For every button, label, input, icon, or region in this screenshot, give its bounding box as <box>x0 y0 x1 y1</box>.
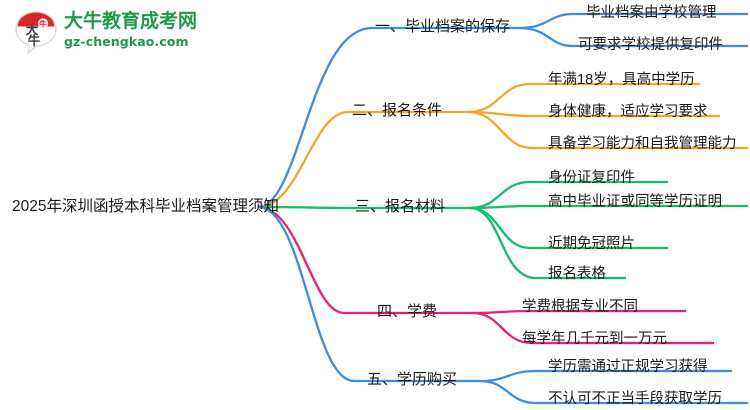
leaf-label-4-1[interactable]: 学费根据专业不同 <box>522 299 638 315</box>
branch-label-5[interactable]: 五、学历购买 <box>367 371 458 388</box>
branch-connector-1 <box>257 12 748 209</box>
leaf-label-4-2[interactable]: 每学年几千元到一万元 <box>522 331 667 347</box>
leaf-label-5-2[interactable]: 不认可不正当手段获取学历 <box>548 391 722 407</box>
leaf-label-2-1[interactable]: 年满18岁，具高中学历 <box>548 72 695 88</box>
branch-connector-3 <box>257 180 748 280</box>
mindmap-root-node[interactable]: 2025年深圳函授本科毕业档案管理须知 <box>12 198 279 215</box>
leaf-label-2-3[interactable]: 具备学习能力和自我管理能力 <box>548 136 737 152</box>
leaf-label-1-1[interactable]: 毕业档案由学校管理 <box>586 5 717 21</box>
logo-bull-icon: 牛 大 牛 <box>15 11 57 55</box>
leaf-label-3-4[interactable]: 报名表格 <box>548 266 606 282</box>
leaf-label-5-1[interactable]: 学历需通过正规学习获得 <box>548 359 708 375</box>
branch-connector-5 <box>257 205 748 405</box>
branch-connector-4 <box>257 205 714 345</box>
logo-site-name: 大牛教育成考网 <box>64 11 198 32</box>
leaf-label-3-2[interactable]: 高中毕业证或同等学历证明 <box>548 194 722 210</box>
branch-label-2[interactable]: 二、报名条件 <box>352 102 443 119</box>
leaf-label-2-2[interactable]: 身体健康，适应学习要求 <box>548 104 708 120</box>
leaf-label-1-2[interactable]: 可要求学校提供复印件 <box>578 37 723 53</box>
leaf-label-3-3[interactable]: 近期免冠照片 <box>548 236 635 252</box>
branch-label-1[interactable]: 一、毕业档案的保存 <box>375 18 511 35</box>
branch-label-3[interactable]: 三、报名材料 <box>355 198 446 215</box>
site-logo[interactable]: 牛 大 牛 大牛教育成考网 gz-chengkao.com <box>12 6 202 61</box>
logo-site-url: gz-chengkao.com <box>64 34 189 49</box>
svg-text:牛: 牛 <box>28 33 41 48</box>
svg-text:大: 大 <box>26 22 39 37</box>
branch-label-4[interactable]: 四、学费 <box>377 303 438 320</box>
leaf-label-3-1[interactable]: 身份证复印件 <box>548 170 635 186</box>
svg-text:牛: 牛 <box>39 19 47 29</box>
branch-connector-2 <box>257 82 748 209</box>
